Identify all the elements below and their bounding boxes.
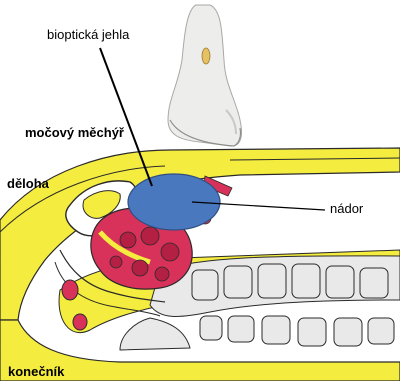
label-biopsy-needle: bioptická jehla	[47, 28, 129, 41]
label-tumor: nádor	[330, 202, 363, 215]
label-uterus: děloha	[7, 177, 49, 190]
label-rectum: konečník	[8, 365, 64, 378]
tumor	[128, 174, 220, 230]
ultrasound-probe-icon	[168, 5, 242, 146]
label-bladder: močový měchýř	[25, 126, 124, 139]
